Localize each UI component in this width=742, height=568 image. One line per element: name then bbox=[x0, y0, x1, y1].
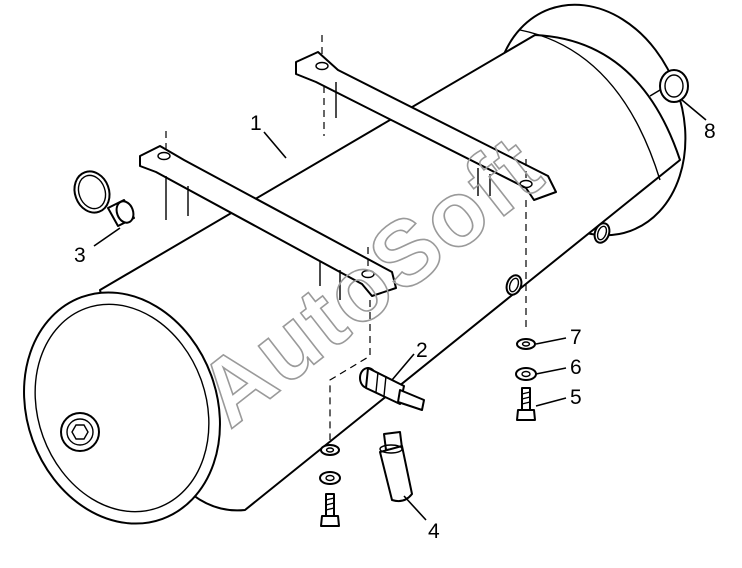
callout-1: 1 bbox=[250, 112, 262, 135]
plug-with-o-ring-3 bbox=[73, 170, 135, 227]
leader-3 bbox=[93, 227, 121, 247]
bolt-front bbox=[320, 493, 340, 527]
leader-6 bbox=[535, 367, 567, 375]
leader-8 bbox=[681, 99, 707, 121]
mounting-bracket-rear bbox=[295, 51, 557, 201]
leader-2 bbox=[391, 353, 415, 381]
washer-front-bottom bbox=[319, 471, 341, 485]
callout-8: 8 bbox=[704, 120, 716, 143]
leader-1 bbox=[263, 131, 287, 159]
callout-4: 4 bbox=[428, 520, 440, 543]
washer-6 bbox=[515, 367, 537, 381]
leader-4 bbox=[403, 495, 427, 521]
callout-2: 2 bbox=[416, 339, 428, 362]
callout-6: 6 bbox=[570, 356, 582, 379]
callout-7: 7 bbox=[570, 326, 582, 349]
pressure-fitting-4 bbox=[379, 431, 413, 503]
bolt-5 bbox=[516, 387, 536, 421]
drain-plug-icon bbox=[60, 412, 100, 452]
washer-7 bbox=[516, 338, 536, 350]
washer-front-top bbox=[320, 444, 340, 456]
callout-5: 5 bbox=[570, 386, 582, 409]
callout-3: 3 bbox=[74, 244, 86, 267]
end-plug-8 bbox=[649, 69, 689, 103]
leader-5 bbox=[535, 397, 567, 407]
leader-7 bbox=[535, 337, 567, 345]
mounting-bracket-front bbox=[139, 145, 397, 300]
